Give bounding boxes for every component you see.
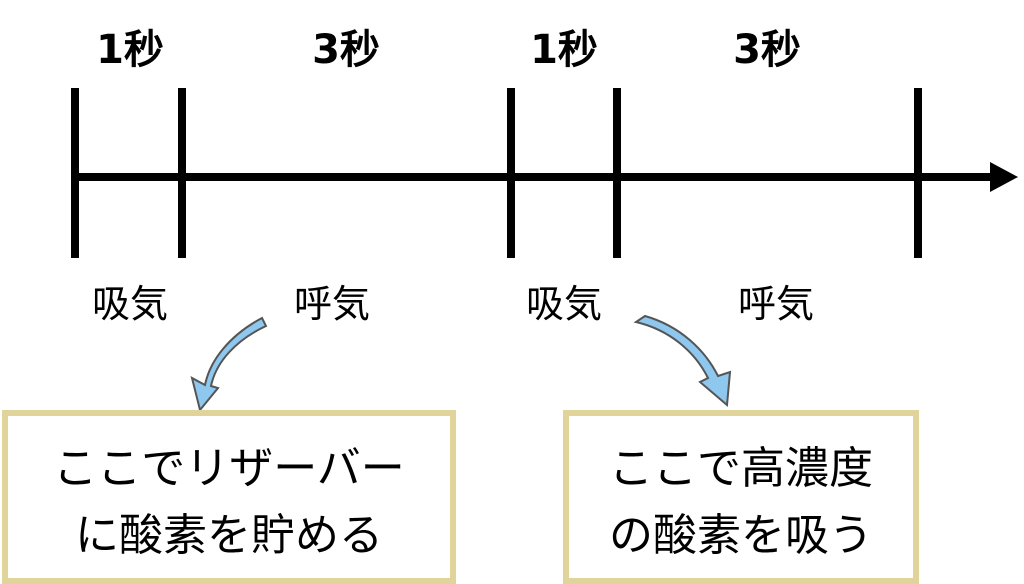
- note-line: に酸素を貯める: [75, 509, 383, 561]
- phase-label: 吸気: [91, 282, 168, 326]
- note-line: ここで高濃度: [609, 442, 873, 494]
- phase-label: 呼気: [737, 282, 814, 326]
- duration-label: 3秒: [733, 27, 801, 73]
- note-line: の酸素を吸う: [609, 509, 873, 561]
- note-line: ここでリザーバー: [53, 442, 405, 494]
- note-box-high-concentration: ここで高濃度 の酸素を吸う: [563, 410, 919, 584]
- duration-label: 1秒: [96, 27, 164, 73]
- duration-label: 1秒: [530, 27, 598, 73]
- phase-label: 呼気: [293, 282, 370, 326]
- time-axis-arrowhead: [990, 162, 1018, 192]
- curved-arrow-right: [633, 314, 732, 408]
- note-box-reservoir: ここでリザーバー に酸素を貯める: [2, 410, 456, 584]
- phase-label: 吸気: [525, 282, 602, 326]
- duration-label: 3秒: [312, 27, 380, 73]
- curved-arrow-left: [190, 316, 268, 413]
